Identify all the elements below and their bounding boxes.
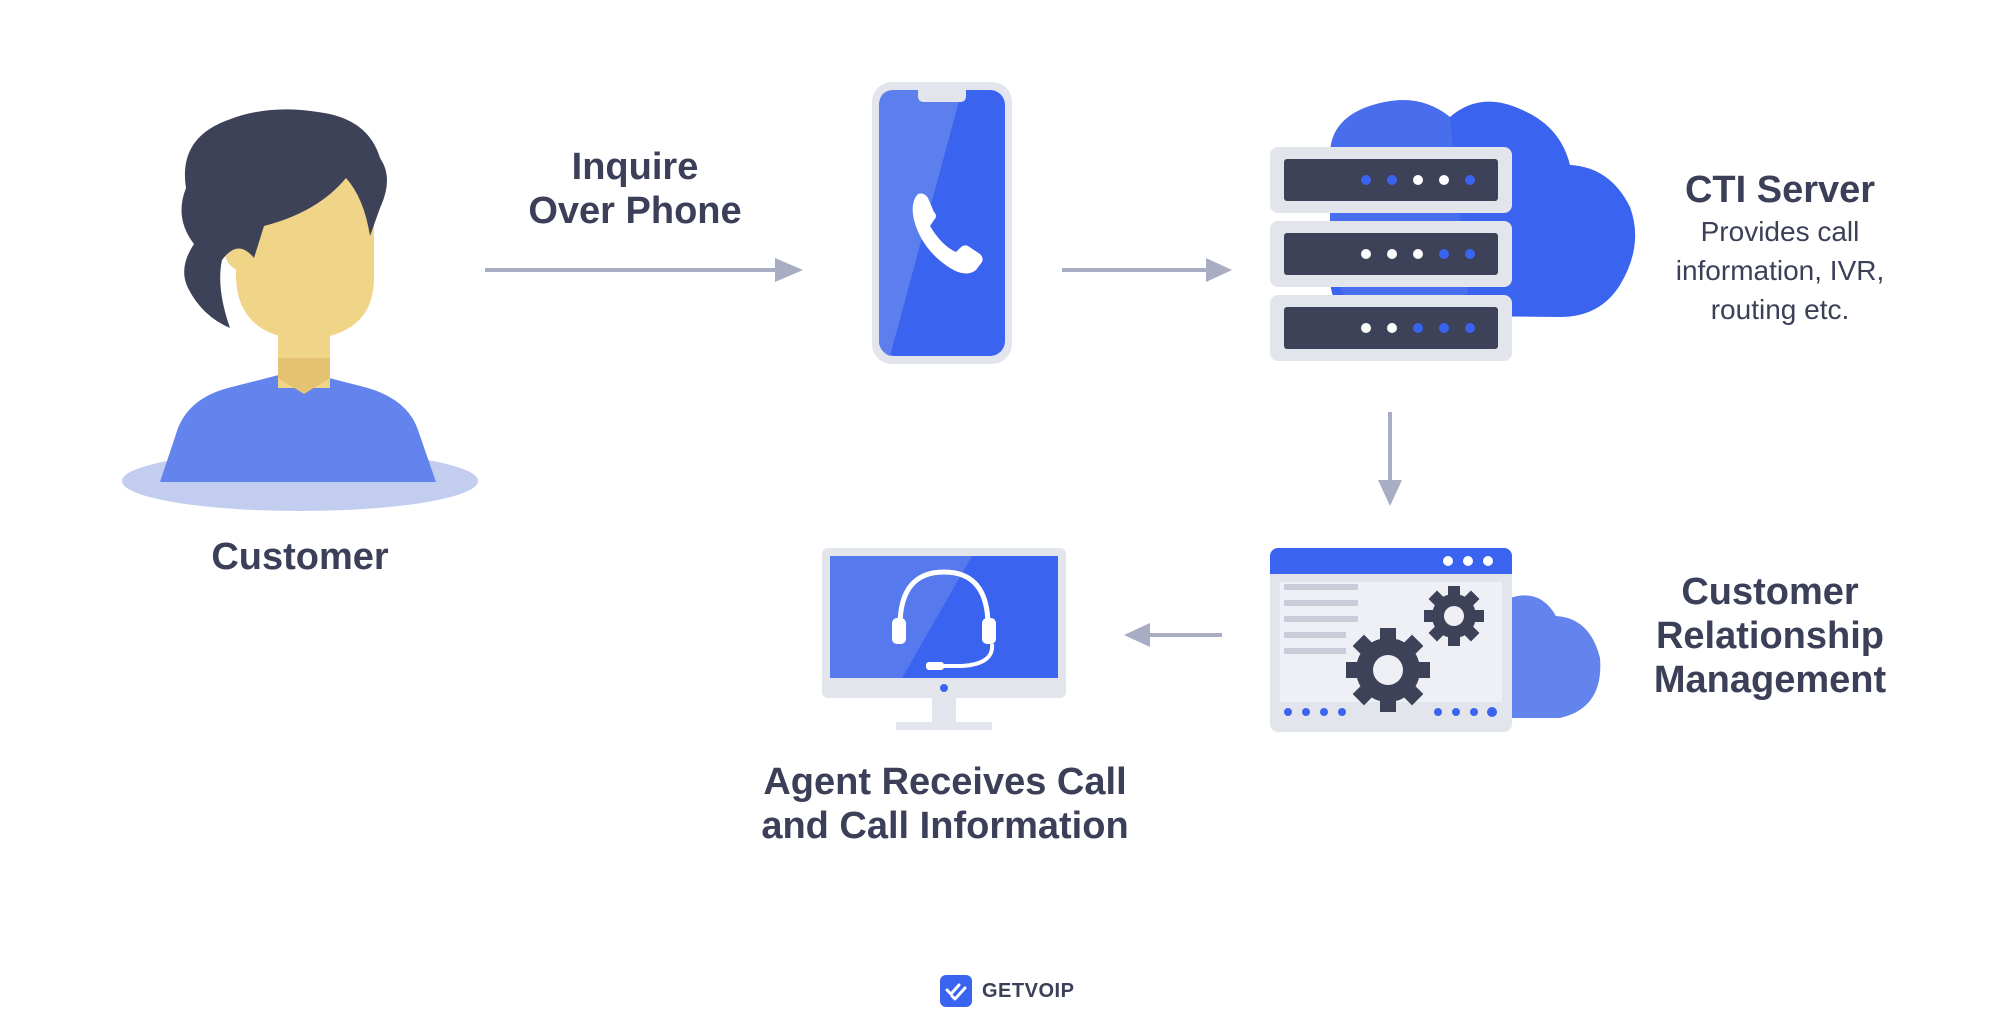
arrow-server-to-crm [1378,412,1402,506]
arrow-phone-to-server [1062,258,1232,282]
brand-name: GETVOIP [982,979,1075,1002]
monitor-headset-icon [822,548,1066,730]
crm-line-1: Customer [1681,571,1859,613]
agent-label: Agent Receives Call and Call Information [740,760,1150,848]
server-cloud-icon [1270,100,1636,361]
arrow-crm-to-agent [1124,623,1222,647]
crm-line-2: Relationship [1655,615,1885,657]
cti-desc-3: routing etc. [1710,294,1850,325]
crm-label: Customer Relationship Management [1620,570,1920,702]
brand-logo: GETVOIP [940,975,1074,1007]
inquire-label: Inquire Over Phone [505,145,765,233]
person-icon [122,109,478,511]
agent-line-2: and Call Information [761,805,1129,847]
arrow-customer-to-phone [485,258,803,282]
smartphone-icon [872,82,1012,364]
customer-label: Customer [211,536,389,578]
inquire-line-2: Over Phone [528,190,742,232]
crm-line-3: Management [1653,659,1887,701]
cti-desc-2: information, IVR, [1675,255,1885,286]
crm-window-gears-icon [1270,548,1601,732]
cti-text: CTI Server Provides call information, IV… [1640,168,1920,329]
cti-desc-1: Provides call [1700,216,1860,247]
agent-line-1: Agent Receives Call [763,761,1127,803]
check-badge-icon [940,975,972,1007]
cti-title: CTI Server [1684,169,1876,211]
inquire-line-1: Inquire [571,146,699,188]
